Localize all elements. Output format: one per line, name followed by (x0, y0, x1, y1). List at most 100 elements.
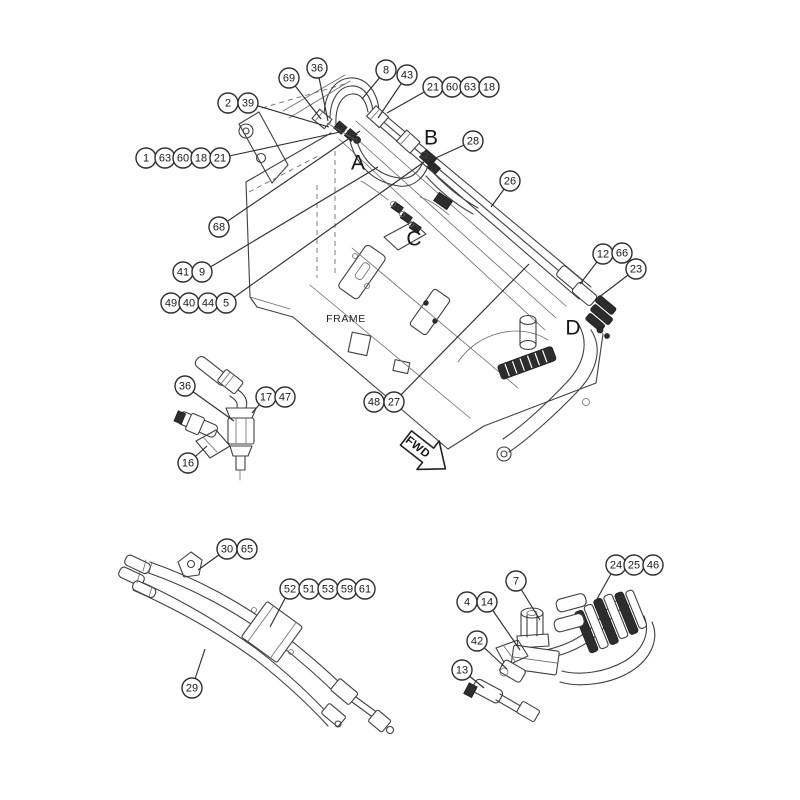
callout-46-44[interactable]: 46 (642, 554, 664, 576)
callout-30-33[interactable]: 30 (216, 538, 238, 560)
callout-47-31[interactable]: 47 (274, 386, 296, 408)
callout-14-46[interactable]: 14 (476, 591, 498, 613)
callout-21-14[interactable]: 21 (209, 147, 231, 169)
ref-letter-C: C (406, 228, 421, 251)
callout-28-15[interactable]: 28 (462, 130, 484, 152)
frame-label: FRAME (326, 313, 366, 325)
callout-69-2[interactable]: 69 (278, 67, 300, 89)
svg-text:21: 21 (214, 153, 226, 165)
svg-text:39: 39 (242, 98, 254, 110)
callout-52-35[interactable]: 52 (279, 578, 301, 600)
svg-text:49: 49 (165, 298, 177, 310)
svg-text:7: 7 (513, 576, 519, 588)
callout-21-6[interactable]: 21 (422, 76, 444, 98)
svg-text:65: 65 (241, 544, 253, 556)
callout-66-25[interactable]: 66 (611, 242, 633, 264)
svg-text:26: 26 (504, 176, 516, 188)
svg-text:52: 52 (284, 584, 296, 596)
callout-17-30[interactable]: 17 (255, 386, 277, 408)
callout-18-13[interactable]: 18 (190, 147, 212, 169)
callout-51-36[interactable]: 51 (298, 578, 320, 600)
svg-text:17: 17 (260, 392, 272, 404)
svg-text:29: 29 (186, 683, 198, 695)
callout-44-22[interactable]: 44 (197, 292, 219, 314)
callout-61-39[interactable]: 61 (354, 578, 376, 600)
callout-7-41[interactable]: 7 (505, 570, 527, 592)
callout-68-17[interactable]: 68 (208, 216, 230, 238)
fwd-arrow: FWD (399, 430, 447, 471)
callout-18-9[interactable]: 18 (478, 76, 500, 98)
callout-27-28[interactable]: 27 (383, 391, 405, 413)
callout-41-18[interactable]: 41 (172, 261, 194, 283)
callout-26-16[interactable]: 26 (499, 170, 521, 192)
svg-text:53: 53 (322, 584, 334, 596)
svg-text:59: 59 (341, 584, 353, 596)
callout-5-23[interactable]: 5 (215, 292, 237, 314)
callout-13-48[interactable]: 13 (451, 659, 473, 681)
fwd-arrow-shape (399, 430, 447, 471)
callout-12-24[interactable]: 12 (592, 243, 614, 265)
callout-2-0[interactable]: 2 (217, 92, 239, 114)
svg-text:13: 13 (456, 665, 468, 677)
callout-60-7[interactable]: 60 (441, 76, 463, 98)
callout-48-27[interactable]: 48 (363, 391, 385, 413)
callout-63-8[interactable]: 63 (459, 76, 481, 98)
svg-text:18: 18 (195, 153, 207, 165)
elbow-fitting-art (173, 356, 257, 481)
callout-43-5[interactable]: 43 (396, 64, 418, 86)
svg-text:47: 47 (279, 392, 291, 404)
svg-text:25: 25 (628, 560, 640, 572)
svg-text:42: 42 (471, 636, 483, 648)
ref-letter-D: D (565, 317, 580, 340)
callout-40-21[interactable]: 40 (178, 292, 200, 314)
leader-lines (184, 67, 637, 689)
svg-text:60: 60 (446, 82, 458, 94)
svg-text:43: 43 (401, 70, 413, 82)
ref-letter-B: B (424, 127, 438, 150)
svg-text:40: 40 (183, 298, 195, 310)
svg-text:36: 36 (179, 381, 191, 393)
callout-49-20[interactable]: 49 (160, 292, 182, 314)
svg-text:63: 63 (464, 82, 476, 94)
tube-assembly-art (118, 551, 395, 735)
callout-60-12[interactable]: 60 (172, 147, 194, 169)
callout-9-19[interactable]: 9 (191, 261, 213, 283)
svg-text:16: 16 (182, 458, 194, 470)
callout-8-4[interactable]: 8 (375, 59, 397, 81)
svg-text:21: 21 (427, 82, 439, 94)
callout-36-29[interactable]: 36 (174, 375, 196, 397)
svg-text:51: 51 (303, 584, 315, 596)
svg-text:28: 28 (467, 136, 479, 148)
callout-25-43[interactable]: 25 (623, 554, 645, 576)
callout-24-42[interactable]: 24 (605, 554, 627, 576)
svg-text:23: 23 (630, 264, 642, 276)
callout-36-3[interactable]: 36 (306, 57, 328, 79)
callout-42-47[interactable]: 42 (466, 630, 488, 652)
callout-39-1[interactable]: 39 (237, 92, 259, 114)
callout-23-26[interactable]: 23 (625, 258, 647, 280)
callout-59-38[interactable]: 59 (336, 578, 358, 600)
callout-65-34[interactable]: 65 (236, 538, 258, 560)
svg-text:63: 63 (159, 153, 171, 165)
svg-text:27: 27 (388, 397, 400, 409)
callout-53-37[interactable]: 53 (317, 578, 339, 600)
callout-16-32[interactable]: 16 (177, 452, 199, 474)
svg-text:46: 46 (647, 560, 659, 572)
svg-text:69: 69 (283, 73, 295, 85)
svg-text:30: 30 (221, 544, 233, 556)
svg-text:5: 5 (223, 298, 229, 310)
svg-text:68: 68 (213, 222, 225, 234)
callout-1-10[interactable]: 1 (135, 147, 157, 169)
svg-text:12: 12 (597, 249, 609, 261)
svg-text:4: 4 (464, 597, 470, 609)
svg-text:1: 1 (143, 153, 149, 165)
svg-text:66: 66 (616, 248, 628, 260)
callout-63-11[interactable]: 63 (154, 147, 176, 169)
svg-text:18: 18 (483, 82, 495, 94)
callout-29-40[interactable]: 29 (181, 677, 203, 699)
svg-text:60: 60 (177, 153, 189, 165)
callout-4-45[interactable]: 4 (456, 591, 478, 613)
